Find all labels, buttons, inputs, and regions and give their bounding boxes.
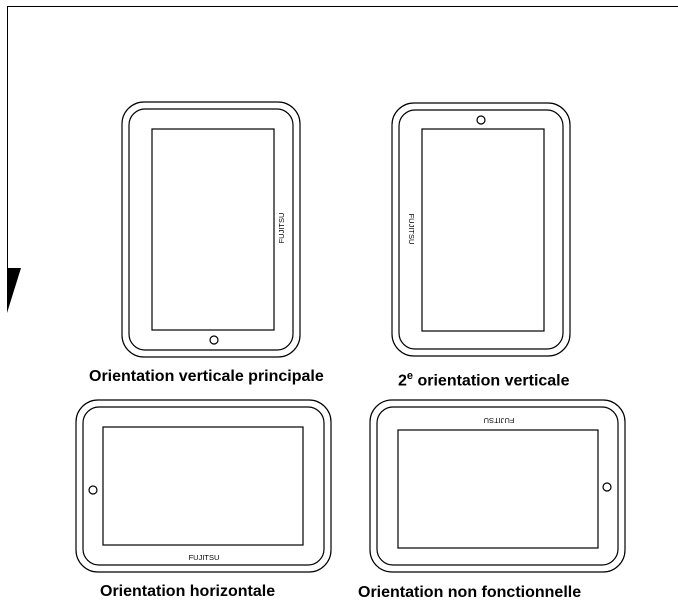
left-border-line [7,6,8,270]
caption-ordinal-suffix: e [406,370,414,382]
caption-primary-portrait: Orientation verticale principale [89,368,324,385]
caption-rest: orientation verticale [413,372,570,390]
caption-non-functional: Orientation non fonctionnelle [358,584,582,601]
tablet-secondary-portrait: FUJITSU [391,102,571,357]
brand-logo: FUJITSU [277,213,286,244]
caption-ordinal-number: 2 [398,372,407,390]
home-button-icon [209,335,219,345]
tablet-primary-portrait: FUJITSU [121,101,301,358]
caption-secondary-portrait: 2e orientation verticale [398,370,570,390]
section-marker-triangle [7,268,21,313]
caption-landscape: Orientation horizontale [100,583,276,600]
home-button-icon [88,485,98,495]
tablet-landscape: FUJITSU [75,399,332,573]
brand-logo: FUJITSU [407,214,416,245]
brand-logo: FUJITSU [189,553,220,562]
top-border-line [7,6,678,7]
brand-logo: FUJITSU [484,416,515,425]
tablet-non-functional: FUJITSU [369,399,626,573]
home-button-icon [476,115,486,125]
home-button-icon [602,482,612,492]
